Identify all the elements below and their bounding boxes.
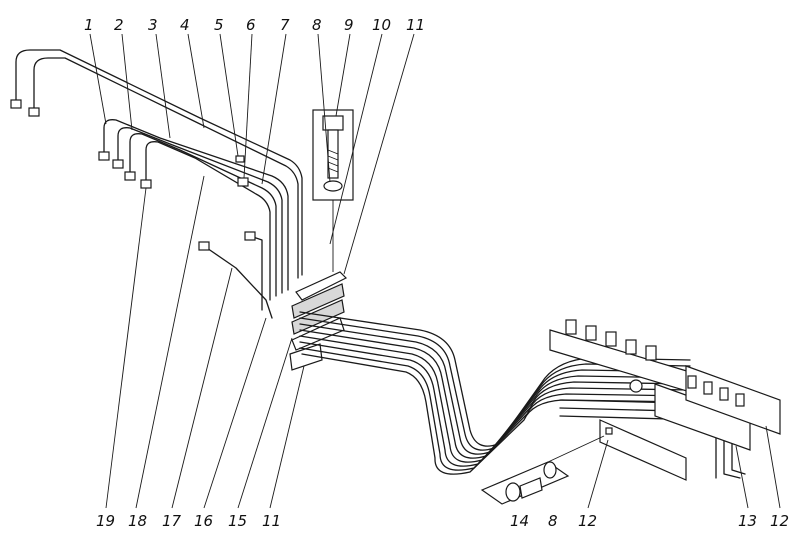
callout-15: 15 [228, 512, 247, 530]
callout-5: 5 [214, 16, 224, 34]
fitting-nut-g [244, 231, 256, 241]
terminal-f [687, 375, 697, 389]
fitting-nut-a [10, 99, 22, 109]
callout-8-bottom: 8 [548, 512, 558, 530]
terminal-a [565, 319, 577, 335]
fitting-nut-d [112, 159, 124, 169]
fitting-nut-b [28, 107, 40, 117]
callout-1: 1 [84, 16, 94, 34]
terminal-h [719, 387, 729, 401]
middle-pipes [98, 119, 289, 301]
callout-12-right: 12 [770, 512, 789, 530]
fitting-nut-e [124, 171, 136, 181]
terminal-c [605, 331, 617, 347]
callout-4: 4 [180, 16, 190, 34]
callout-6: 6 [246, 16, 256, 34]
terminal-g [703, 381, 713, 395]
callout-19: 19 [96, 512, 115, 530]
fitting-nut-h [198, 241, 210, 251]
terminal-i [735, 393, 745, 407]
bolt-head-lower [505, 482, 521, 502]
terminal-d [625, 339, 637, 355]
bolt-detail-lower [480, 435, 605, 505]
clamp-block-left [289, 271, 348, 371]
clip-5 [235, 155, 245, 163]
fitting-nut-c [98, 151, 110, 161]
callout-17: 17 [162, 512, 182, 530]
callout-11: 11 [406, 16, 425, 34]
mount-plate-12 [599, 419, 687, 481]
callout-13: 13 [738, 512, 757, 530]
clamp-block-upper [291, 283, 345, 319]
clamp-block-lower [291, 299, 345, 335]
leader-lines-bottom [105, 175, 781, 509]
callout-18: 18 [128, 512, 147, 530]
callout-8: 8 [312, 16, 322, 34]
terminal-e [645, 345, 657, 361]
callout-2: 2 [114, 16, 124, 34]
callout-12: 12 [578, 512, 597, 530]
mount-plate-12-left [599, 419, 687, 481]
callout-11-bottom: 11 [262, 512, 281, 530]
terminal-b [585, 325, 597, 341]
callout-16: 16 [194, 512, 213, 530]
mount-hole [605, 427, 613, 435]
callout-9: 9 [344, 16, 354, 34]
callout-3: 3 [148, 16, 158, 34]
callout-10: 10 [372, 16, 391, 34]
clamp-base [291, 317, 345, 351]
bolt-shank-lower [519, 477, 543, 499]
short-pipes [198, 231, 273, 319]
washer-8-upper [323, 180, 343, 192]
clamp-top-plate [295, 271, 348, 301]
callout-14: 14 [510, 512, 529, 530]
clip-6 [237, 177, 249, 187]
fitting-nut-f [140, 179, 152, 189]
washer-8-lower [543, 461, 557, 479]
terminal-strip-lower [654, 365, 781, 451]
leader-lines-top [89, 33, 415, 275]
upper-left-pipes [10, 49, 303, 279]
terminal-bolt [629, 379, 643, 393]
terminal-strip-upper [549, 319, 691, 393]
callout-7: 7 [280, 16, 290, 34]
bolt-detail-upper [312, 109, 354, 272]
